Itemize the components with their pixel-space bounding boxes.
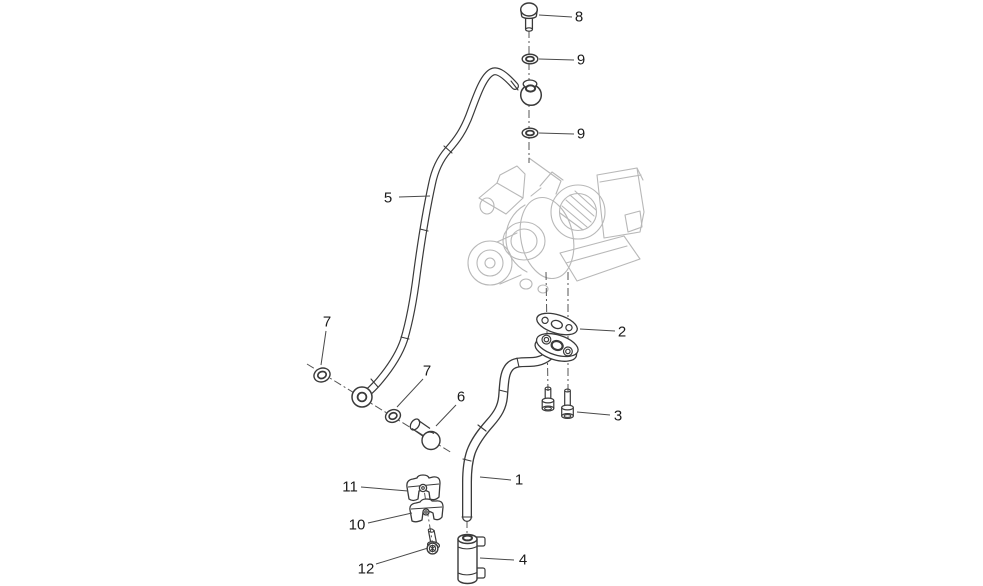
- centerline-flange-left: [545, 271, 549, 392]
- turbo-inlet-edge: [528, 157, 562, 195]
- leader-11: [360, 486, 409, 492]
- flange-bolt-right: [561, 388, 574, 420]
- compressor-scroll: [519, 196, 575, 280]
- feed-pipe-core: [363, 68, 518, 397]
- turbocharger-ghost-drawing: [467, 157, 645, 294]
- callout-9-top: 9: [576, 51, 586, 69]
- leader-4: [479, 557, 515, 561]
- leader-lines: [320, 14, 616, 565]
- pipe-clamp-lower: [409, 498, 444, 523]
- compressor-inlet: [502, 221, 546, 261]
- hose-body: [457, 539, 478, 585]
- leader-10: [367, 512, 413, 524]
- union-fitting: [409, 418, 441, 451]
- leader-7-left: [320, 330, 327, 366]
- leader-12: [375, 547, 429, 565]
- pipe-clamp-upper: [406, 474, 441, 502]
- flange-bolts: [541, 386, 574, 420]
- drain-hose: [457, 533, 486, 585]
- callout-12: 12: [357, 560, 375, 578]
- feed-pipe-banjo-bottom: [351, 386, 373, 408]
- drain-pipe-core: [463, 347, 557, 521]
- oil-drain-pipe: [461, 346, 558, 522]
- feed-pipe-banjo-top: [519, 79, 543, 107]
- callout-5: 5: [383, 189, 393, 207]
- callout-11: 11: [342, 478, 358, 496]
- assembly-centerlines: [306, 30, 569, 554]
- callout-7-left: 7: [322, 313, 332, 331]
- callout-8: 8: [574, 8, 584, 26]
- callout-4: 4: [518, 551, 528, 569]
- callout-9-mid: 9: [576, 125, 586, 143]
- callout-1: 1: [514, 471, 524, 489]
- callout-6: 6: [456, 388, 466, 406]
- gasket: [536, 312, 578, 336]
- engine-block-face: [596, 167, 645, 239]
- pipe-joint-marks: [370, 80, 519, 388]
- pulley: [467, 240, 513, 286]
- turbine-wheel: [558, 192, 598, 232]
- sealing-washer-mid: [521, 127, 539, 139]
- callout-7-right: 7: [422, 362, 432, 380]
- clamp-bolt: [426, 528, 441, 555]
- feed-pipe-outline: [362, 67, 519, 398]
- drain-pipe-flange: [534, 332, 579, 362]
- leader-9-top: [538, 58, 575, 61]
- oil-feed-pipe: [351, 67, 543, 408]
- callout-10: 10: [348, 516, 366, 534]
- banjo-bolt: [520, 2, 539, 32]
- centerline-union: [306, 363, 453, 454]
- callout-3: 3: [613, 407, 623, 425]
- turbine-housing: [550, 184, 606, 240]
- leader-7-right: [396, 378, 424, 408]
- drain-pipe-joint-marks: [461, 357, 520, 518]
- mounting-base: [559, 235, 641, 282]
- leader-8: [538, 14, 573, 18]
- leader-2: [579, 328, 616, 332]
- leader-3: [576, 411, 611, 416]
- sealing-washer-right: [384, 408, 402, 424]
- flange-bolt-left: [541, 386, 555, 412]
- leader-9-mid: [538, 132, 575, 135]
- leader-5: [398, 195, 431, 198]
- leader-1: [479, 476, 512, 481]
- leader-6: [435, 404, 457, 427]
- sealing-washer-left: [313, 367, 331, 383]
- callout-2: 2: [617, 323, 627, 341]
- turbine-hatching: [559, 190, 597, 231]
- sealing-washer-top: [521, 53, 539, 65]
